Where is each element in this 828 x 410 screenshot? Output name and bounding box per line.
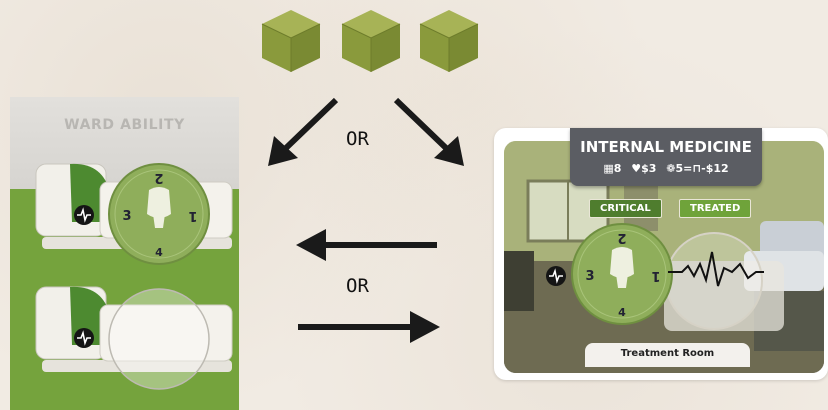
or-label-top: OR	[346, 128, 369, 150]
room-title: INTERNAL MEDICINE	[580, 138, 752, 156]
heartbeat-icon	[74, 328, 94, 348]
token-number-left: 3	[122, 209, 131, 224]
token-number-right: 1	[651, 268, 660, 283]
token-number-left: 3	[585, 269, 594, 284]
token-number-top: 2	[154, 170, 163, 185]
bed-icon	[35, 286, 233, 390]
cube-icon	[341, 10, 401, 72]
ward-ability-title: WARD ABILITY	[64, 117, 185, 133]
room-stat-treat: ❁5=⊓-$12	[666, 162, 729, 175]
heartbeat-icon	[74, 205, 94, 225]
cube-icon	[419, 10, 479, 72]
cube-icon	[261, 10, 321, 72]
treated-tag: TREATED	[679, 199, 752, 218]
token-number-right: 1	[188, 208, 197, 223]
patient-token[interactable]: 2 3 1 4	[570, 222, 674, 326]
arrow-right	[298, 311, 440, 343]
ecg-line	[668, 251, 764, 287]
ward-slot-empty[interactable]	[10, 275, 239, 390]
ward-card[interactable]: WARD ABILITY 2 3 1 4	[10, 97, 239, 410]
arrow-left	[296, 229, 437, 261]
ward-card-header: WARD ABILITY	[10, 97, 239, 189]
token-number-bottom: 4	[618, 306, 626, 319]
room-stats: ▦8 ♥$3 ❁5=⊓-$12	[570, 162, 762, 175]
token-number-bottom: 4	[155, 246, 163, 259]
room-stat-cubes: ▦8	[603, 162, 622, 175]
patient-token[interactable]: 2 3 1 4	[107, 162, 211, 266]
room-name: Treatment Room	[620, 348, 715, 359]
arrow-down-left	[268, 97, 339, 166]
critical-tag: CRITICAL	[589, 199, 662, 218]
heartbeat-icon	[546, 266, 566, 286]
room-stat-heart: ♥$3	[631, 162, 657, 175]
token-number-top: 2	[617, 230, 626, 245]
ward-slot-with-token[interactable]: 2 3 1 4	[10, 152, 239, 267]
resource-cubes	[256, 6, 486, 76]
room-label-panel: Treatment Room	[585, 343, 750, 367]
room-title-panel: INTERNAL MEDICINE ▦8 ♥$3 ❁5=⊓-$12	[570, 128, 762, 186]
arrow-down-right	[393, 97, 464, 166]
or-label-middle: OR	[346, 275, 369, 297]
